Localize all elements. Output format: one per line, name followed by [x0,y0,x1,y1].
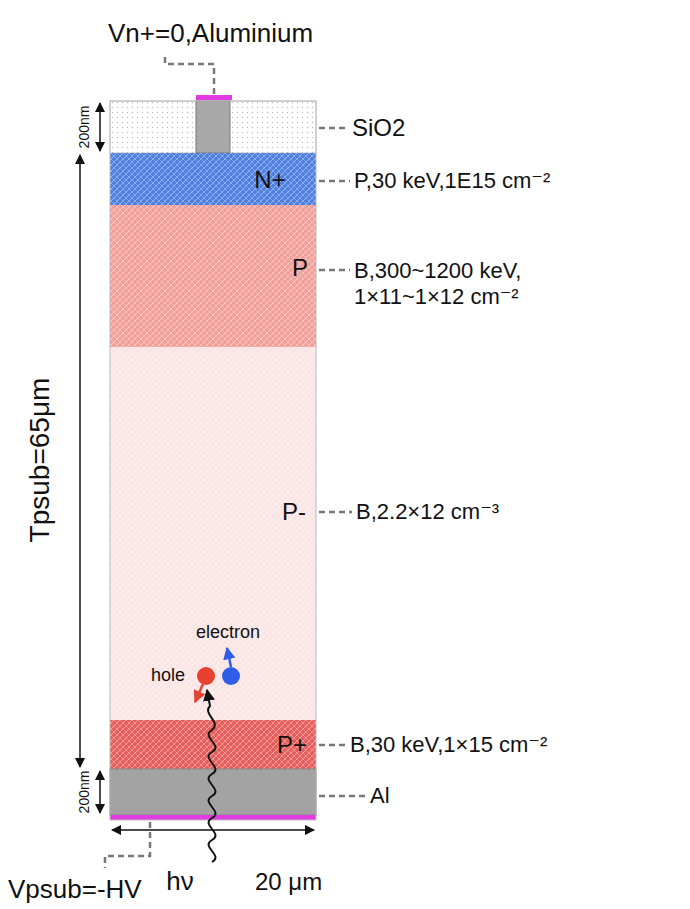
terminal-label: Vpsub=-HV [8,874,142,905]
top-electrode [196,95,232,100]
photon-label: hν [166,866,193,897]
dimension-label: Tpsub=65μm [23,378,57,543]
carrier-label: hole [151,665,185,687]
p-layer-label: P [292,254,308,283]
p-plus-layer-label: P+ [277,731,307,760]
p-plus-layer [110,720,316,769]
implant-note: B,300~1200 keV, 1×11~1×12 cm⁻² [354,258,544,311]
layer-hatch [110,153,316,205]
hole-arrow [195,684,203,702]
leader-lines [105,53,366,868]
dimension-label: 20 μm [255,868,322,897]
layer-hatch [110,720,316,769]
implant-note: P,30 keV,1E15 cm⁻² [354,168,550,194]
layer-name: SiO2 [352,114,405,143]
hole-dot [197,667,215,685]
device-outline [110,101,316,820]
layer-hatch [110,347,316,720]
layer-region: P+ [110,720,316,769]
electron-arrow [227,648,231,667]
oxide-layer [110,101,316,153]
layer-region: N+ [110,153,316,205]
photon-wave [207,690,215,862]
p-layer [110,205,316,347]
oxide-texture [110,101,316,153]
n-plus-layer [110,153,316,205]
dimension-label: 200nm [76,771,93,814]
doping-note: B,2.2×12 cm⁻³ [356,499,499,525]
layer-region: P [110,205,316,347]
implant-note: B,30 keV,1×15 cm⁻² [350,732,547,758]
p-minus-layer-label: P- [282,498,306,527]
layer-name: Al [370,783,390,809]
dimension-arrows [80,103,314,830]
electron-dot [222,667,240,685]
p-minus-layer [110,347,316,720]
layer-hatch [110,205,316,347]
carrier-label: electron [196,622,260,644]
n-plus-layer-label: N+ [254,166,285,195]
layer-region: P- [110,347,316,720]
dimension-label: 200nm [76,106,93,149]
terminal-label: Vn+=0,Aluminium [108,18,313,49]
contact-plug [196,101,230,153]
